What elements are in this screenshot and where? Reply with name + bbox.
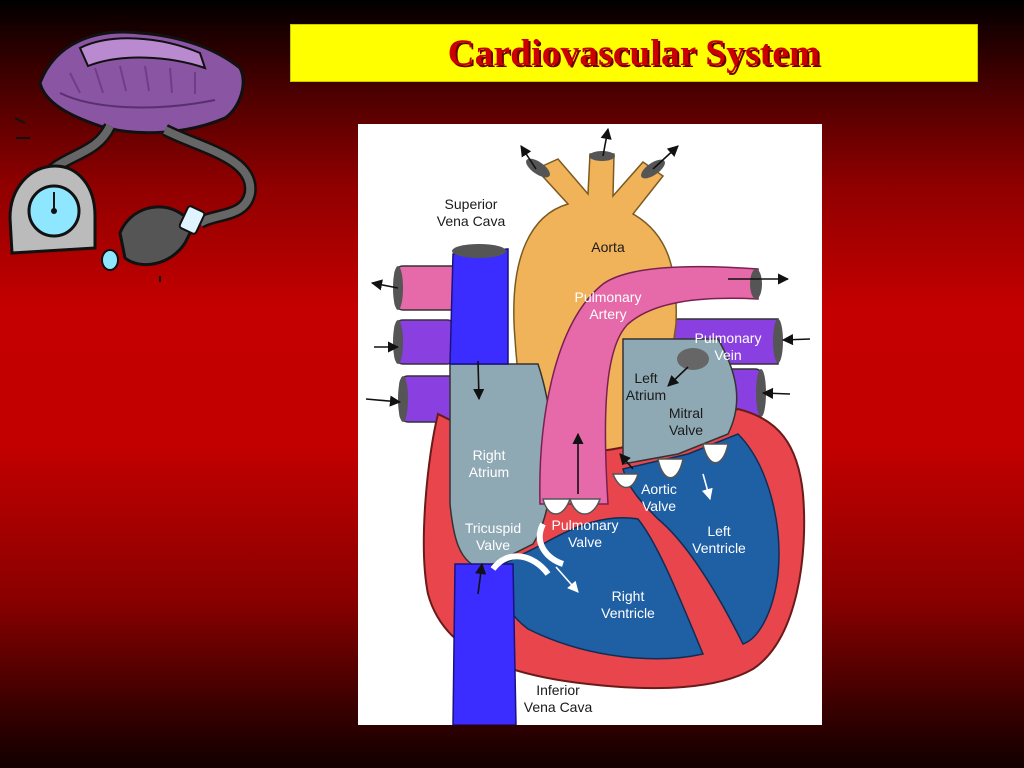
- valve-cusps: [490, 443, 729, 576]
- label-right-ventricle: Right Ventricle: [601, 588, 655, 621]
- flow-arrows: [365, 127, 811, 595]
- left-atrium-shape: [622, 338, 738, 465]
- heart-illustration: [365, 127, 811, 725]
- label-pulmonary-valve: Pulmonary Valve: [551, 517, 619, 550]
- label-mitral-valve: Mitral Valve: [668, 405, 704, 438]
- heart-diagram: Superior Vena Cava Aorta Pulmonary Arter…: [358, 124, 822, 725]
- blood-pressure-cuff-icon: [8, 30, 257, 282]
- vena-cava-shape: [449, 248, 509, 365]
- label-pulmonary-artery: Pulmonary Artery: [574, 289, 642, 322]
- label-inferior-vena-cava: Inferior Vena Cava: [523, 682, 593, 715]
- flow-arrows-white: [555, 473, 713, 593]
- label-left-atrium: Left Atrium: [625, 370, 667, 403]
- pulmonary-artery-shape: [539, 265, 759, 505]
- page-title: Cardiovascular System: [447, 32, 821, 74]
- label-aorta: Aorta: [591, 239, 625, 255]
- left-ventricle-shape: [622, 433, 780, 645]
- title-banner: Cardiovascular System: [290, 24, 978, 82]
- label-pulmonary-vein: Pulmonary Vein: [694, 330, 762, 363]
- label-superior-vena-cava: Superior Vena Cava: [436, 196, 506, 229]
- label-tricuspid-valve: Tricuspid Valve: [464, 520, 522, 553]
- label-left-ventricle: Left Ventricle: [692, 523, 746, 556]
- label-aortic-valve: Aortic Valve: [641, 481, 677, 514]
- label-right-atrium: Right Atrium: [468, 447, 510, 480]
